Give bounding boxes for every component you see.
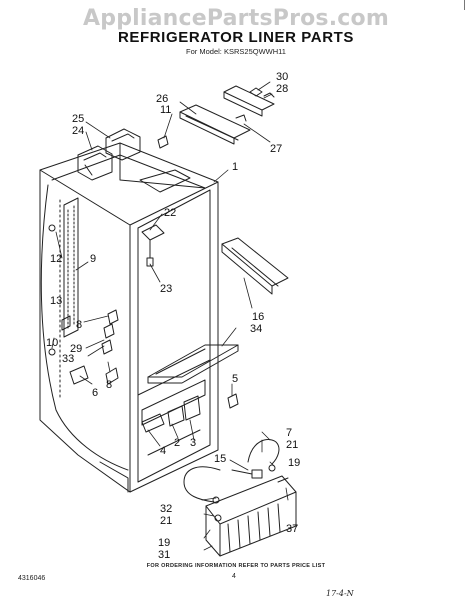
- parts-24-25: [77, 128, 141, 181]
- callout-29: 29: [70, 343, 82, 355]
- callout-13: 13: [50, 295, 62, 307]
- drain-tube: [231, 439, 289, 483]
- crisper-cover-34: [147, 344, 239, 384]
- callout-6: 6: [92, 387, 98, 399]
- callout-34: 34: [250, 323, 262, 335]
- callout-21a: 21: [286, 439, 298, 451]
- callout-8b: 8: [106, 379, 112, 391]
- top-bracket-28-30: [223, 85, 275, 117]
- drain-pan: [205, 475, 297, 557]
- shelf-rail-16: [221, 237, 289, 295]
- callout-16: 16: [252, 311, 264, 323]
- callout-24: 24: [72, 125, 84, 137]
- callout-28: 28: [276, 83, 288, 95]
- callout-37: 37: [286, 523, 298, 535]
- callout-31: 31: [158, 549, 170, 561]
- drain-hose: [183, 466, 221, 504]
- callout-11: 11: [160, 104, 171, 116]
- callout-33: 33: [62, 353, 74, 365]
- callout-7: 7: [286, 427, 292, 439]
- callout-15: 15: [214, 453, 226, 465]
- left-rail: [63, 197, 79, 338]
- callout-1: 1: [232, 161, 238, 173]
- callout-26: 26: [156, 93, 168, 105]
- callout-8a: 8: [76, 319, 82, 331]
- page-title: REFRIGERATOR LINER PARTS: [117, 29, 355, 46]
- liner-body: [39, 142, 219, 493]
- callout-25: 25: [72, 113, 84, 125]
- callout-22: 22: [164, 207, 176, 219]
- callout-10: 10: [46, 337, 58, 349]
- callout-3: 3: [190, 437, 196, 449]
- callout-2: 2: [174, 437, 180, 449]
- callout-21b: 21: [160, 515, 172, 527]
- callout-4: 4: [160, 445, 166, 457]
- corner-mark: [464, 0, 465, 10]
- callout-5: 5: [232, 373, 238, 385]
- watermark: AppliancePartsPros.com: [83, 6, 389, 31]
- callout-32: 32: [160, 503, 172, 515]
- page-number: 4: [232, 573, 236, 580]
- callout-12: 12: [50, 253, 62, 265]
- callout-9: 9: [90, 253, 96, 265]
- callout-19a: 19: [288, 457, 300, 469]
- top-rail-26: [157, 104, 251, 149]
- date-mark: 17-4-N: [326, 589, 354, 598]
- bracket-22-23: [141, 224, 165, 267]
- callout-19b: 19: [158, 537, 170, 549]
- callout-27: 27: [270, 143, 282, 155]
- callout-23: 23: [160, 283, 172, 295]
- callout-labels: 30 28 26 11 27 25 24 1 22 23 12 9 16 34 …: [46, 71, 300, 561]
- part-5: [227, 393, 239, 409]
- small-hardware: [48, 224, 119, 385]
- ordering-info-note: FOR ORDERING INFORMATION REFER TO PARTS …: [146, 563, 326, 569]
- leader-lines: [51, 81, 289, 551]
- parts-2-3-4: [141, 395, 201, 433]
- callout-30: 30: [276, 71, 288, 83]
- model-subtitle: For Model: KSRS25QWWH11: [186, 47, 286, 56]
- document-number: 4316046: [18, 575, 46, 582]
